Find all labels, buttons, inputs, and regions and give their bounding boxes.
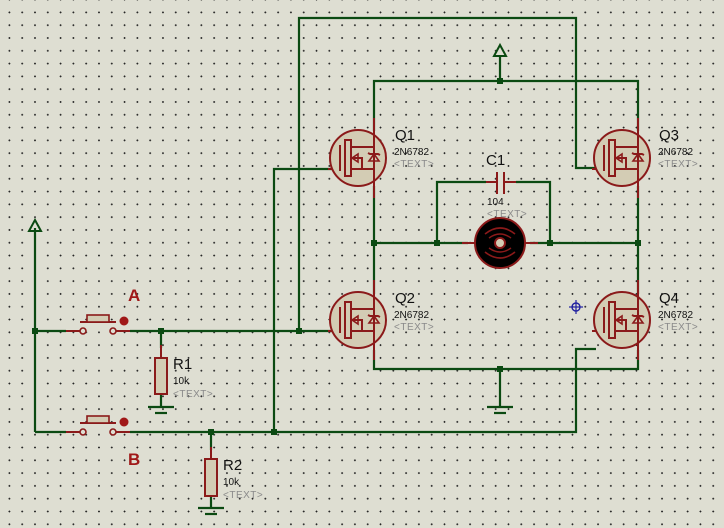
junction-dot xyxy=(296,328,302,334)
capacitor-c1[interactable] xyxy=(486,172,516,194)
junction-dot xyxy=(434,240,440,246)
power-terminal-icon[interactable] xyxy=(27,217,43,232)
c1-text-label: <TEXT> xyxy=(487,209,528,220)
c1-ref-label: C1 xyxy=(486,152,506,169)
junction-dot xyxy=(32,328,38,334)
resistor-r2[interactable] xyxy=(204,447,218,497)
junction-dot xyxy=(497,78,503,84)
r2-ref-label: R2 xyxy=(223,457,243,474)
q1-ref-label: Q1 xyxy=(395,127,416,144)
wire-q1-gate[interactable] xyxy=(272,167,332,432)
wire-vplus-rail[interactable] xyxy=(372,79,640,131)
wire-gnd-rail[interactable] xyxy=(372,350,640,371)
wire-top-loop[interactable] xyxy=(297,16,596,331)
r1-text-label: <TEXT> xyxy=(173,389,214,400)
q2-ref-label: Q2 xyxy=(395,290,416,307)
crosshair-cursor-icon xyxy=(569,300,583,314)
junction-dot xyxy=(208,429,214,435)
wire-cap-left[interactable] xyxy=(435,180,486,243)
junction-dot xyxy=(371,240,377,246)
q2-text-label: <TEXT> xyxy=(394,322,435,333)
wire-cap-right[interactable] xyxy=(516,180,552,243)
mosfet-q1[interactable] xyxy=(327,117,387,199)
pushbutton-b[interactable] xyxy=(66,415,130,436)
ground-icon[interactable] xyxy=(148,405,174,415)
q4-text-label: <TEXT> xyxy=(658,322,699,333)
junctions xyxy=(32,78,641,435)
junction-dot xyxy=(497,366,503,372)
q3-ref-label: Q3 xyxy=(659,127,680,144)
power-terminal-icon[interactable] xyxy=(492,42,508,57)
r2-value-label: 10k xyxy=(223,477,240,488)
c1-value-label: 104 xyxy=(487,197,504,208)
junction-dot xyxy=(271,429,277,435)
junction-dot xyxy=(547,240,553,246)
q4-value-label: 2N6782 xyxy=(658,310,694,321)
ground-icon[interactable] xyxy=(198,506,224,516)
r2-text-label: <TEXT> xyxy=(223,490,264,501)
q4-ref-label: Q4 xyxy=(659,290,680,307)
q3-text-label: <TEXT> xyxy=(658,159,699,170)
motor-icon[interactable] xyxy=(462,217,538,269)
r1-value-label: 10k xyxy=(173,376,190,387)
mosfet-q2[interactable] xyxy=(327,279,387,361)
r1-ref-label: R1 xyxy=(173,356,193,373)
q2-value-label: 2N6782 xyxy=(394,310,430,321)
q1-value-label: 2N6782 xyxy=(394,147,430,158)
wire-b-out[interactable] xyxy=(130,347,596,434)
junction-dot xyxy=(158,328,164,334)
q3-value-label: 2N6782 xyxy=(658,147,694,158)
q1-text-label: <TEXT> xyxy=(394,159,435,170)
mosfet-q3[interactable] xyxy=(591,117,651,199)
ground-icon[interactable] xyxy=(487,405,513,415)
mosfet-q4[interactable] xyxy=(591,279,651,361)
wires xyxy=(33,16,640,507)
junction-dot xyxy=(635,240,641,246)
pushbutton-a[interactable] xyxy=(66,314,130,335)
switch-a-label: A xyxy=(128,286,141,305)
switch-b-label: B xyxy=(128,450,141,469)
resistor-r1[interactable] xyxy=(154,345,168,395)
